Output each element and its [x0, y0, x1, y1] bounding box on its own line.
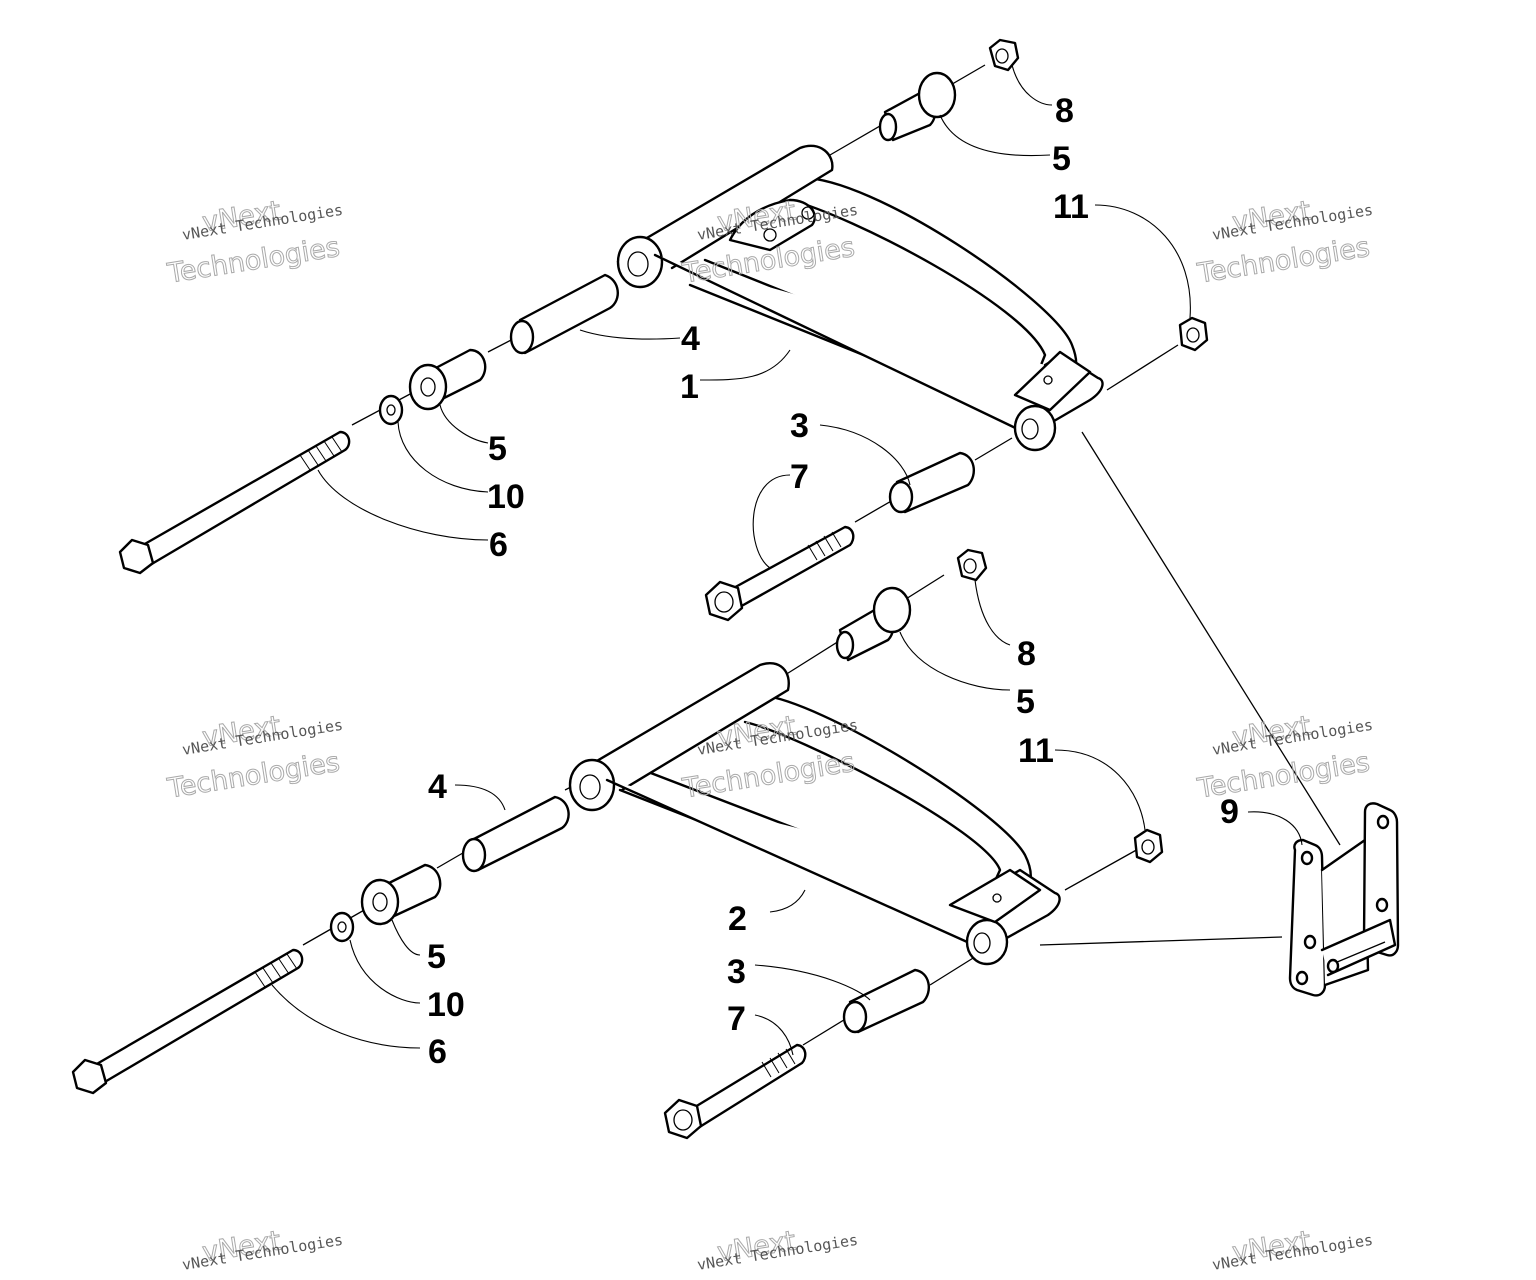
callout-10-lower: 10 — [427, 986, 465, 1024]
watermark-tile: vNext vNext Technologies — [1211, 1225, 1374, 1274]
callout-9: 9 — [1220, 793, 1239, 831]
callout-10-upper: 10 — [487, 478, 525, 516]
callout-3-upper: 3 — [790, 407, 809, 445]
nut-11-lower — [1133, 828, 1164, 864]
callout-5-upper-right: 5 — [1052, 140, 1071, 178]
nut-11-upper — [1178, 316, 1209, 352]
watermark-tile: vNext vNext Technologies Technologies — [164, 710, 344, 805]
bolt-6-lower — [71, 948, 304, 1095]
callout-5-lower-left: 5 — [427, 938, 446, 976]
bolt-7-lower — [663, 1043, 807, 1140]
callout-4-lower: 4 — [428, 768, 447, 806]
nut-8-lower — [956, 548, 988, 582]
callout-1: 1 — [680, 368, 699, 406]
a-arm-lower — [568, 662, 1061, 966]
washer-10-upper — [378, 394, 404, 426]
watermark-tile: vNext vNext Technologies Technologies — [164, 195, 344, 290]
callout-6-upper: 6 — [489, 526, 508, 564]
watermark-tile: vNext vNext Technologies — [181, 1225, 344, 1274]
callout-5-upper-left: 5 — [488, 430, 507, 468]
upper-a-arm-assembly — [118, 38, 1209, 622]
callout-4-upper: 4 — [681, 320, 700, 358]
callout-8-lower: 8 — [1017, 635, 1036, 673]
callout-7-lower: 7 — [727, 1000, 746, 1038]
callout-8-upper: 8 — [1055, 92, 1074, 130]
callout-3-lower: 3 — [727, 953, 746, 991]
nut-8-upper — [988, 38, 1020, 72]
bolt-7-upper — [704, 525, 855, 622]
callout-11-lower: 11 — [1018, 732, 1054, 770]
callout-2: 2 — [728, 900, 747, 938]
watermark-tile: vNext vNext Technologies Technologies — [1194, 195, 1374, 290]
sleeve-3-upper — [888, 451, 976, 514]
washer-10-lower — [329, 911, 355, 943]
bushing-4-lower — [461, 795, 570, 873]
watermark-tile: vNext vNext Technologies — [696, 1225, 859, 1274]
a-arm-upper — [616, 144, 1104, 452]
bolt-6-upper — [118, 430, 351, 575]
callout-labels: 1 2 3 3 4 4 5 5 5 5 6 6 7 7 8 8 9 10 10 … — [427, 92, 1239, 1071]
flange-bushing-5-lower-left — [360, 863, 442, 926]
bushing-4-upper — [509, 273, 619, 355]
watermark-tile: vNext vNext Technologies Technologies — [1194, 710, 1374, 805]
flange-bushing-5-upper-left — [408, 348, 487, 411]
mounting-bracket-9 — [1039, 431, 1400, 997]
callout-5-lower-right: 5 — [1016, 683, 1035, 721]
flange-bushing-5-upper-right — [878, 71, 957, 142]
flange-bushing-5-lower-right — [835, 586, 912, 662]
sleeve-3-lower — [842, 968, 931, 1034]
lower-a-arm-assembly — [71, 548, 1164, 1140]
callout-6-lower: 6 — [428, 1033, 447, 1071]
callout-7-upper: 7 — [790, 458, 809, 496]
callout-11-upper: 11 — [1053, 188, 1089, 226]
